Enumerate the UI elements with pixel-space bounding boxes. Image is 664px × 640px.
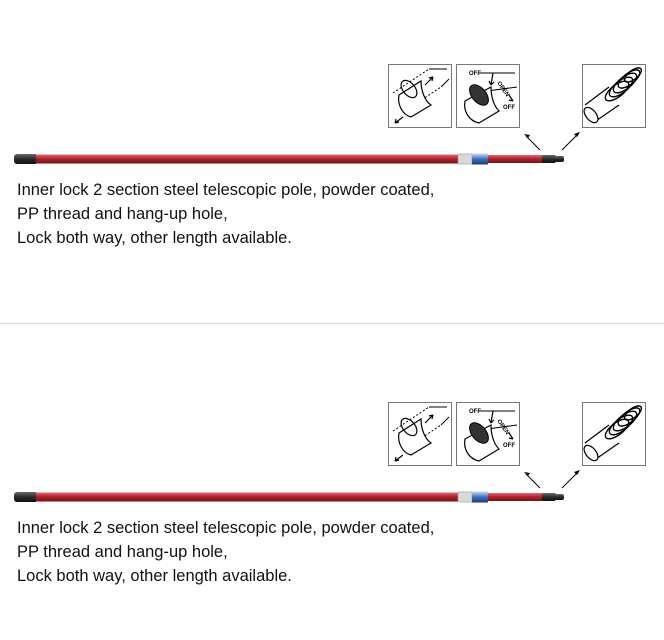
lock-off-label-2: OFF <box>503 443 515 449</box>
product-description: Inner lock 2 section steel telescopic po… <box>17 516 434 588</box>
arrow-to-lock-icon <box>524 472 541 489</box>
thread-icon <box>583 405 643 462</box>
pole-graphic <box>14 153 564 165</box>
description-line-1: Inner lock 2 section steel telescopic po… <box>17 181 435 199</box>
slide-diagram-icon <box>392 406 450 462</box>
thread-tip-diagram <box>582 402 646 466</box>
pole-graphic <box>14 491 564 503</box>
thread-icon <box>583 67 643 124</box>
description-line-2: PP thread and hang-up hole, <box>17 205 228 223</box>
description-line-3: Lock both way, other length available. <box>17 229 292 247</box>
lock-diagram-icon: OFF OPEN OFF <box>464 409 518 462</box>
telescopic-slide-diagram <box>388 402 452 466</box>
thread-tip-diagram <box>582 64 646 128</box>
description-line-1: Inner lock 2 section steel telescopic po… <box>17 519 435 537</box>
lock-off-label: OFF <box>469 71 481 77</box>
slide-diagram-icon <box>392 68 450 124</box>
telescopic-slide-diagram <box>388 64 452 128</box>
product-block-2: OFF OPEN OFF <box>0 338 664 638</box>
arrow-to-thread-icon <box>561 470 580 489</box>
section-divider <box>0 323 664 324</box>
description-line-2: PP thread and hang-up hole, <box>17 543 228 561</box>
lock-diagram-icon: OFF OPEN OFF <box>464 71 518 124</box>
telescopic-pole <box>14 148 570 170</box>
lock-rotation-diagram: OFF OPEN OFF <box>456 64 520 128</box>
arrow-to-thread-icon <box>561 132 580 151</box>
telescopic-pole <box>14 486 570 508</box>
product-block-1: OFF OPEN OFF <box>0 0 664 300</box>
lock-rotation-diagram: OFF OPEN OFF <box>456 402 520 466</box>
description-line-3: Lock both way, other length available. <box>17 567 292 585</box>
lock-off-label-2: OFF <box>503 105 515 111</box>
lock-off-label: OFF <box>469 409 481 415</box>
product-description: Inner lock 2 section steel telescopic po… <box>17 178 434 250</box>
arrow-to-lock-icon <box>524 134 541 151</box>
